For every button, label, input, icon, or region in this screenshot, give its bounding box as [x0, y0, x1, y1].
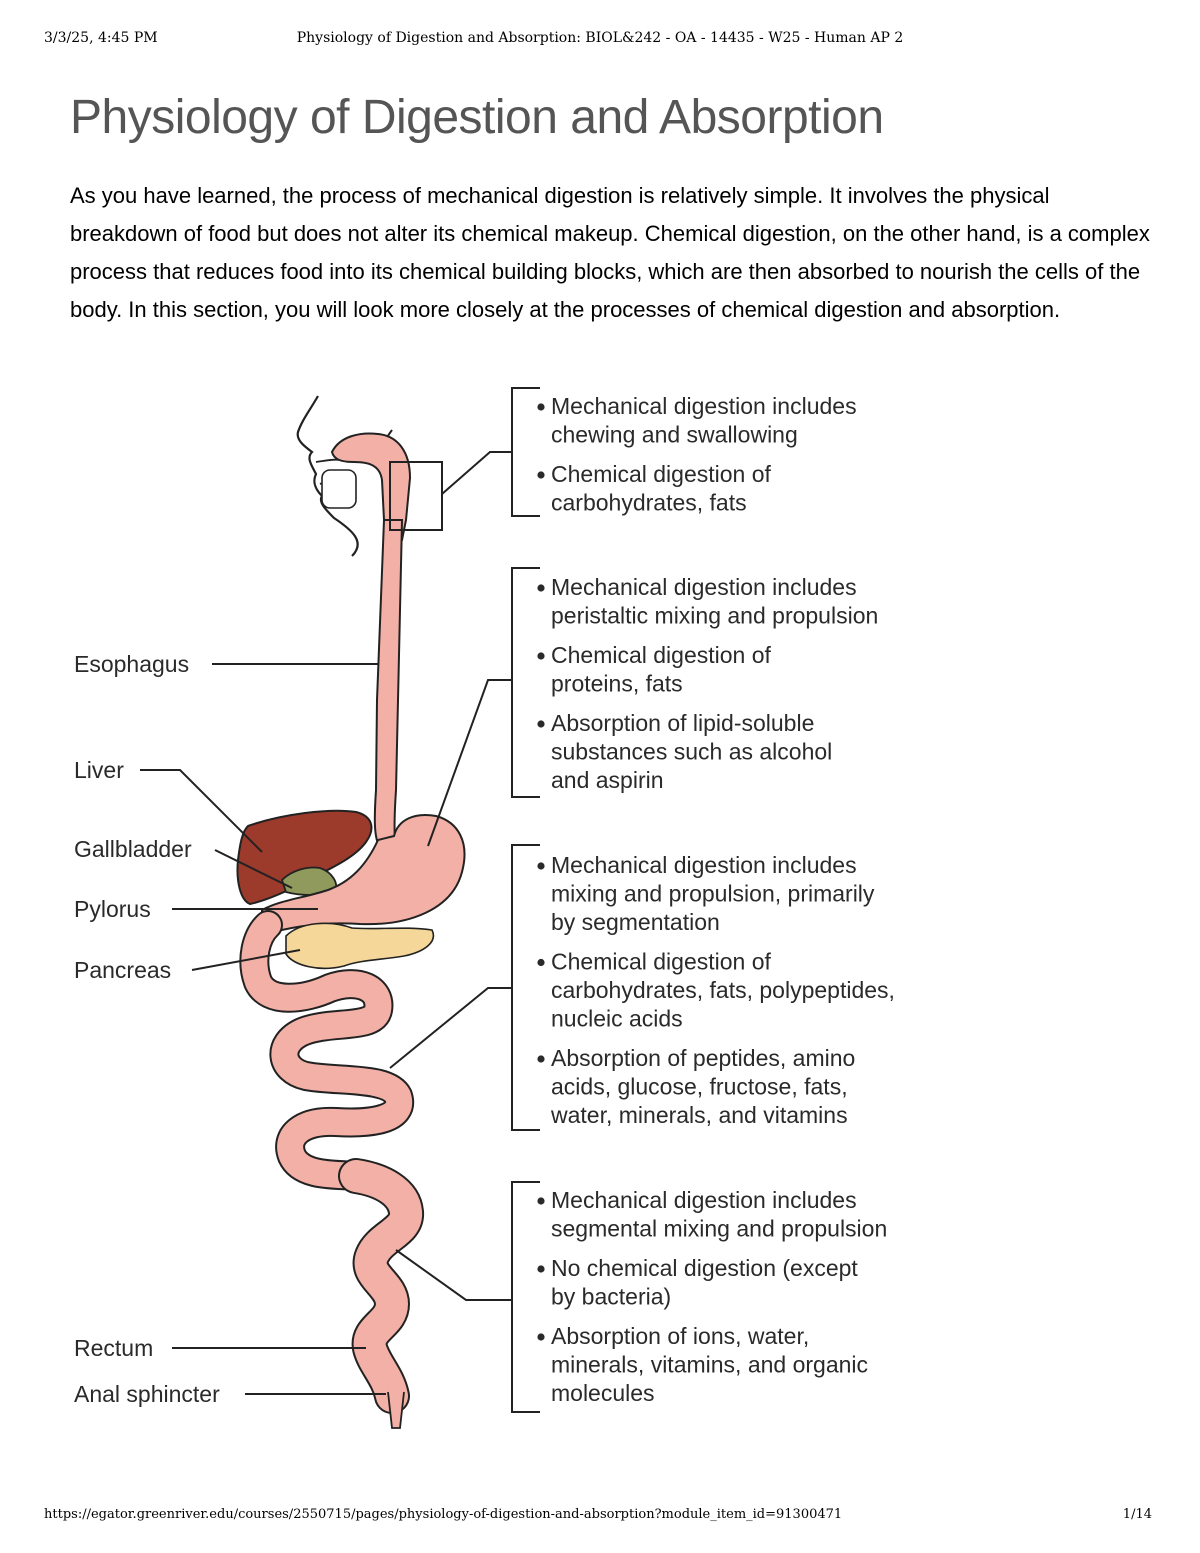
- bullet-dot: [537, 1197, 544, 1204]
- bullet-dot: [537, 584, 544, 591]
- bullet-dot: [537, 1265, 544, 1272]
- bullet-text-line: acids, glucose, fructose, fats,: [551, 1074, 848, 1100]
- bullet-text-line: Chemical digestion of: [551, 461, 772, 487]
- large-intestine-bracket: [512, 1182, 540, 1412]
- bullet-dot: [537, 652, 544, 659]
- bullet-text-line: Chemical digestion of: [551, 642, 772, 668]
- stomach-notes: Mechanical digestion includes peristaltic…: [537, 574, 878, 793]
- label-anal-sphincter: Anal sphincter: [74, 1381, 220, 1407]
- label-liver: Liver: [74, 757, 124, 783]
- bullet-text-line: carbohydrates, fats: [551, 490, 747, 516]
- print-header-title: Physiology of Digestion and Absorption: …: [0, 30, 1200, 46]
- page-title: Physiology of Digestion and Absorption: [70, 90, 884, 145]
- label-rectum: Rectum: [74, 1335, 153, 1361]
- bullet-text-line: substances such as alcohol: [551, 739, 832, 765]
- bullet-dot: [537, 471, 544, 478]
- label-pancreas: Pancreas: [74, 957, 171, 983]
- bullet-text-line: Absorption of ions, water,: [551, 1323, 809, 1349]
- bullet-text-line: and aspirin: [551, 767, 664, 793]
- bullet-text-line: Mechanical digestion includes: [551, 852, 857, 878]
- bullet-text-line: chewing and swallowing: [551, 422, 798, 448]
- mouth-notes: Mechanical digestion includes chewing and…: [537, 393, 856, 516]
- label-esophagus: Esophagus: [74, 651, 189, 677]
- intro-paragraph: As you have learned, the process of mech…: [70, 177, 1150, 329]
- esophagus-tube: [375, 520, 402, 848]
- large-intestine-fill: [356, 1176, 406, 1396]
- print-footer-page-number: 1/14: [1123, 1507, 1152, 1522]
- bullet-dot: [537, 1055, 544, 1062]
- stomach-bracket: [512, 568, 540, 797]
- small-intestine-connector: [390, 988, 512, 1068]
- mouth-connector: [442, 452, 512, 494]
- bullet-text-line: Absorption of lipid-soluble: [551, 710, 814, 736]
- anal-canal: [388, 1392, 404, 1428]
- digestive-system-figure: Esophagus Liver Gallbladder Pylorus Panc…: [0, 370, 1200, 1460]
- bullet-text-line: Mechanical digestion includes: [551, 574, 857, 600]
- bullet-dot: [537, 720, 544, 727]
- bullet-text-line: by segmentation: [551, 909, 720, 935]
- bullet-text-line: molecules: [551, 1380, 655, 1406]
- bullet-text-line: by bacteria): [551, 1284, 671, 1310]
- small-intestine-notes: Mechanical digestion includes mixing and …: [537, 852, 895, 1128]
- bullet-text-line: Chemical digestion of: [551, 949, 772, 975]
- bullet-dot: [537, 403, 544, 410]
- bullet-dot: [537, 1333, 544, 1340]
- pancreas-shape: [286, 923, 433, 968]
- large-intestine-connector: [396, 1250, 512, 1300]
- bullet-text-line: Mechanical digestion includes: [551, 393, 857, 419]
- bullet-dot: [537, 959, 544, 966]
- bullet-text-line: proteins, fats: [551, 671, 683, 697]
- bullet-text-line: Mechanical digestion includes: [551, 1187, 857, 1213]
- bullet-text-line: segmental mixing and propulsion: [551, 1216, 887, 1242]
- bullet-text-line: water, minerals, and vitamins: [550, 1102, 848, 1128]
- oral-cavity-teeth: [322, 470, 356, 508]
- bullet-text-line: nucleic acids: [551, 1006, 683, 1032]
- large-intestine-notes: Mechanical digestion includes segmental m…: [537, 1187, 887, 1406]
- label-gallbladder: Gallbladder: [74, 836, 192, 862]
- bullet-text-line: No chemical digestion (except: [551, 1255, 858, 1281]
- bullet-text-line: minerals, vitamins, and organic: [551, 1352, 868, 1378]
- bullet-text-line: carbohydrates, fats, polypeptides,: [551, 977, 895, 1003]
- small-intestine-bracket: [512, 845, 540, 1130]
- bullet-dot: [537, 862, 544, 869]
- bullet-text-line: Absorption of peptides, amino: [551, 1045, 855, 1071]
- print-footer-url: https://egator.greenriver.edu/courses/25…: [44, 1507, 842, 1522]
- bullet-text-line: peristaltic mixing and propulsion: [551, 603, 878, 629]
- bullet-text-line: mixing and propulsion, primarily: [551, 881, 875, 907]
- label-pylorus: Pylorus: [74, 896, 151, 922]
- mouth-bracket: [512, 388, 540, 516]
